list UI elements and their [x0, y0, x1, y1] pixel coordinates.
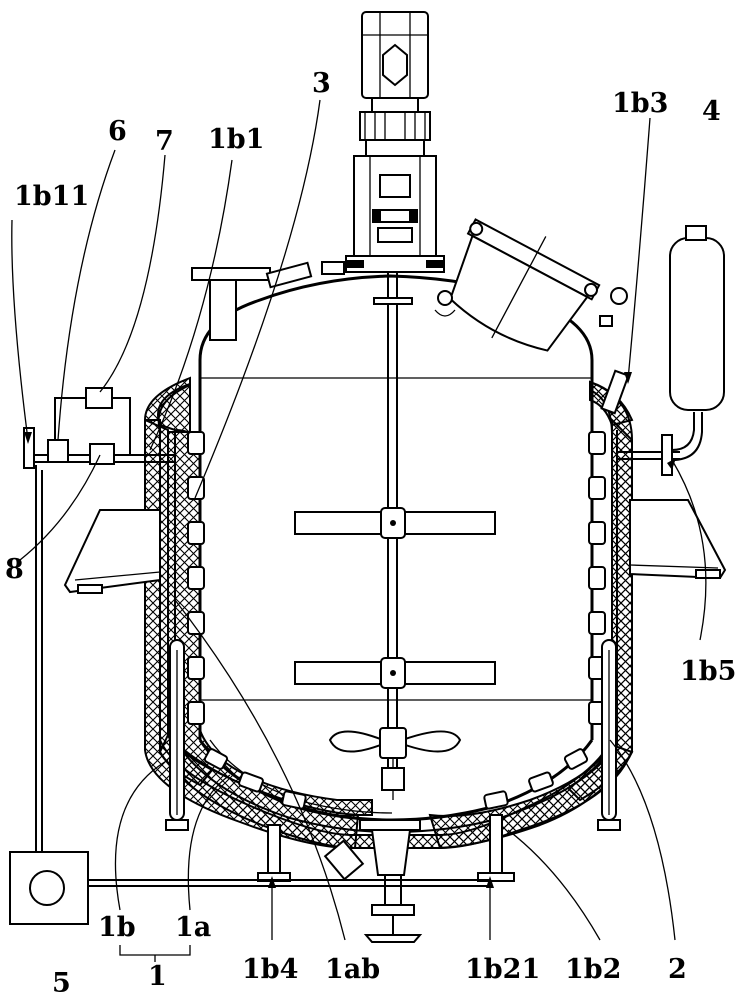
- label-5: 5: [52, 968, 71, 999]
- label-8: 8: [5, 554, 24, 585]
- label-1b3: 1b3: [612, 88, 668, 119]
- label-1b21: 1b21: [465, 954, 540, 985]
- right-coils: [484, 432, 605, 809]
- drive-motor: [346, 12, 444, 272]
- label-1b2: 1b2: [565, 954, 621, 985]
- label-4: 4: [702, 96, 721, 127]
- label-2: 2: [668, 954, 687, 985]
- label-1ab: 1ab: [325, 954, 380, 985]
- label-1b: 1b: [98, 912, 136, 943]
- label-7: 7: [155, 126, 174, 157]
- label-3: 3: [312, 68, 331, 99]
- label-6: 6: [108, 116, 127, 147]
- label-1b1: 1b1: [208, 124, 264, 155]
- label-1b5: 1b5: [680, 656, 736, 687]
- label-1a: 1a: [175, 912, 211, 943]
- label-1: 1: [148, 961, 167, 992]
- label-1b4: 1b4: [242, 954, 298, 985]
- label-1b11: 1b11: [14, 181, 89, 212]
- agitator: [295, 270, 495, 800]
